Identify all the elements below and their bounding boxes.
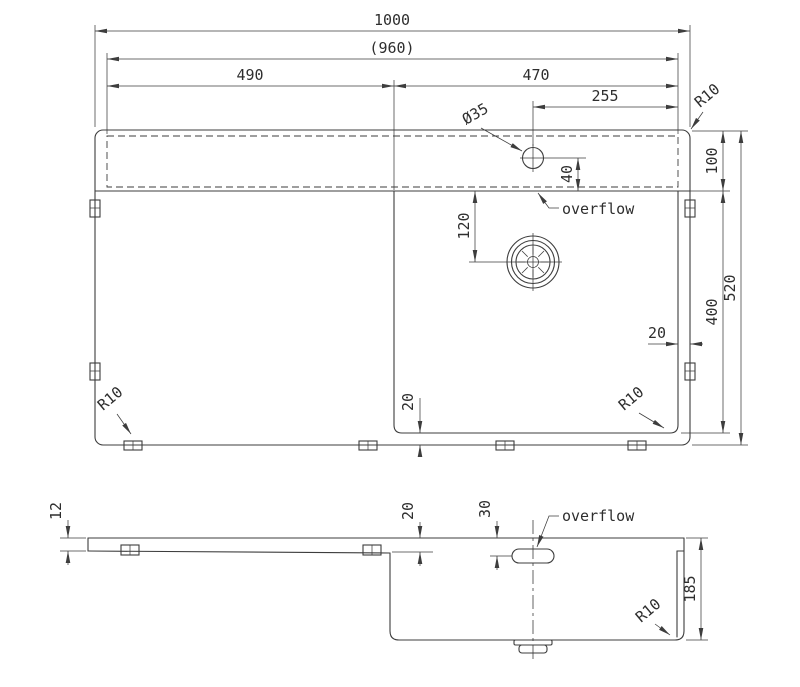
- sink-outer-edge: [94, 129, 691, 446]
- drainboard-underside: [87, 550, 391, 554]
- radius-leader-top-right: [690, 111, 704, 130]
- overflow-leader-top: [537, 192, 559, 209]
- mounting-clips-top-view: [89, 199, 696, 451]
- faucet-hole: [520, 144, 586, 172]
- dim-inner-width: (960): [369, 39, 414, 57]
- drain-outer-ring: [506, 235, 560, 289]
- radius-leader-side: [654, 623, 671, 636]
- ledge-hidden-edge: [106, 135, 679, 188]
- dim-overall-width: 1000: [374, 11, 410, 29]
- dim-drain-offset: 120: [455, 212, 473, 239]
- bowl-profile: [389, 537, 685, 641]
- side-view-dimension-lines: [65, 520, 704, 640]
- dim-overall-depth: 520: [721, 274, 739, 301]
- radius-label-bottom-left: R10: [94, 383, 126, 414]
- radius-label-top-right: R10: [691, 80, 723, 111]
- dim-bowl-width: 470: [522, 66, 549, 84]
- dim-edge-gap-bottom: 20: [399, 393, 417, 411]
- radius-label-side: R10: [632, 595, 664, 626]
- dim-bowl-depth: 185: [681, 575, 699, 602]
- top-view-extension-lines: [94, 25, 748, 446]
- radius-label-bottom-right: R10: [615, 383, 647, 414]
- dim-step-depth: 20: [399, 502, 417, 520]
- top-view: 1000 (960) 490 470 255 Ø35 R10 100 40 12…: [89, 11, 748, 457]
- bowl-outline: [393, 190, 679, 434]
- side-profile: [87, 520, 685, 662]
- radius-leader-bottom-right: [638, 412, 665, 429]
- sink-outline: [94, 129, 691, 446]
- top-view-leaders: [116, 111, 704, 435]
- side-view-dimension-text: 12 20 30 185 R10 overflow: [47, 500, 699, 626]
- dim-hole-offset: 255: [591, 87, 618, 105]
- dim-rim-thickness: 12: [47, 502, 65, 520]
- top-view-dimension-text: 1000 (960) 490 470 255 Ø35 R10 100 40 12…: [94, 11, 739, 414]
- side-view: 12 20 30 185 R10 overflow: [47, 500, 708, 662]
- overflow-leader-side: [536, 515, 559, 548]
- dim-bowl-length: 400: [703, 298, 721, 325]
- dim-hole-to-ledge: 40: [558, 165, 576, 183]
- hole-dia-leader: [480, 127, 523, 152]
- drain: [469, 233, 562, 291]
- overflow-label-side: overflow: [562, 507, 635, 525]
- dim-drainboard-width: 490: [236, 66, 263, 84]
- dim-ledge-depth: 100: [703, 147, 721, 174]
- top-view-dimension-lines: [95, 28, 744, 457]
- side-view-extension-lines: [60, 537, 708, 641]
- dim-hole-diameter: Ø35: [459, 99, 491, 128]
- radius-leader-bottom-left: [116, 413, 132, 435]
- overflow-label-top: overflow: [562, 200, 635, 218]
- dim-edge-gap-right: 20: [648, 324, 666, 342]
- dim-overflow-offset: 30: [476, 500, 494, 518]
- side-view-leaders: [536, 515, 671, 636]
